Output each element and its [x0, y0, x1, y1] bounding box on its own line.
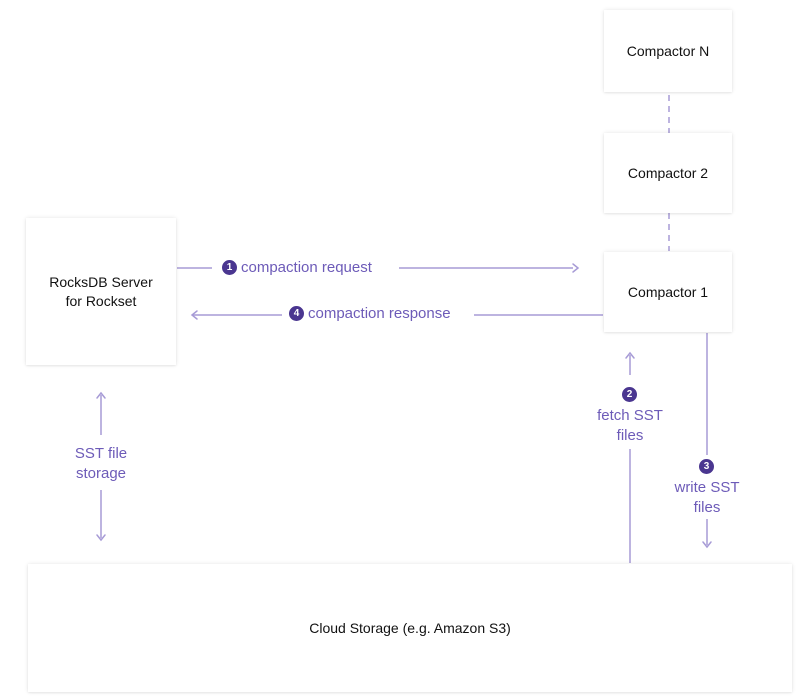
compactor-2-node: Compactor 2 — [604, 133, 732, 213]
sst-file-storage-line1: SST file — [74, 445, 128, 462]
storage-arrowhead-up — [96, 391, 106, 399]
step-4-badge: 4 — [289, 306, 304, 321]
compaction-response-label: compaction response — [308, 304, 451, 324]
compaction-request-label: compaction request — [241, 258, 372, 278]
compactor-1-node: Compactor 1 — [604, 252, 732, 332]
step-3-badge: 3 — [699, 459, 714, 474]
request-arrowhead — [572, 263, 580, 273]
sst-file-storage-line2: storage — [75, 465, 127, 482]
storage-arrowhead-down — [96, 534, 106, 542]
write-sst-label: write SST files — [657, 478, 757, 518]
write-sst-label-line1: write SST — [674, 479, 740, 496]
rocksdb-server-node: RocksDB Server for Rockset — [26, 218, 176, 365]
compactor-1-label: Compactor 1 — [627, 283, 709, 300]
cloud-storage-label: Cloud Storage (e.g. Amazon S3) — [309, 619, 511, 636]
fetch-arrowhead — [625, 351, 635, 359]
write-arrowhead — [702, 541, 712, 549]
step-2-badge: 2 — [622, 387, 637, 402]
write-sst-label-line2: files — [693, 499, 721, 516]
rocksdb-label-line2: for Rockset — [65, 292, 137, 309]
response-arrowhead — [190, 310, 198, 320]
fetch-sst-label-line2: files — [616, 427, 644, 444]
compactor-2-label: Compactor 2 — [627, 164, 709, 181]
fetch-sst-label-line1: fetch SST — [597, 407, 663, 424]
sst-file-storage-label: SST file storage — [51, 444, 151, 484]
compactor-n-label: Compactor N — [626, 42, 710, 59]
cloud-storage-node: Cloud Storage (e.g. Amazon S3) — [28, 564, 792, 692]
rocksdb-label-line1: RocksDB Server — [49, 273, 153, 290]
step-1-badge: 1 — [222, 260, 237, 275]
compactor-n-node: Compactor N — [604, 10, 732, 92]
fetch-sst-label: fetch SST files — [580, 406, 680, 446]
